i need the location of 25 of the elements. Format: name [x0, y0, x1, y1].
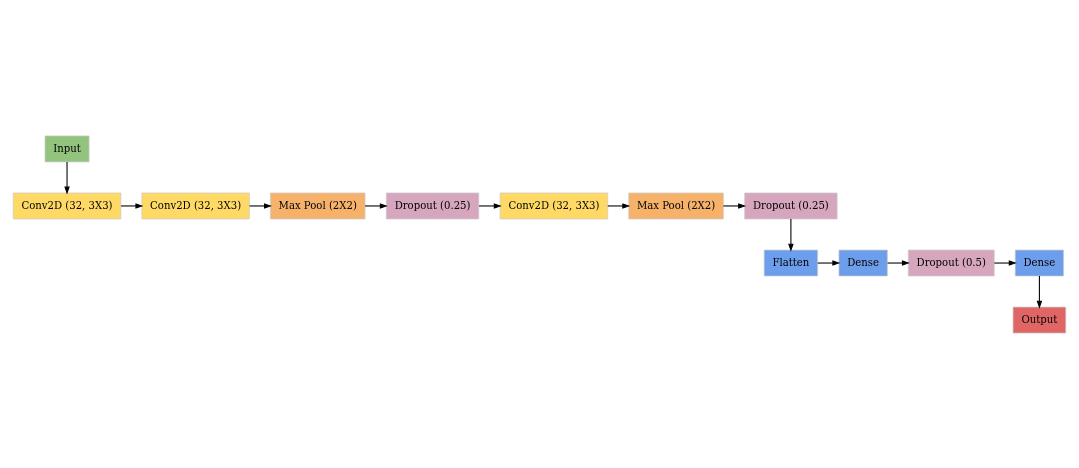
arrow	[817, 259, 841, 266]
node-box: Flatten	[763, 249, 818, 276]
node-box: Output	[1012, 306, 1067, 333]
arrow	[249, 202, 272, 209]
node-box: Dense	[838, 249, 888, 276]
node-box: Dropout (0.25)	[386, 192, 480, 219]
node-box: Conv2D (32, 3X3)	[141, 192, 250, 219]
arrow	[887, 259, 910, 266]
node-box: Max Pool (2X2)	[270, 192, 366, 219]
node-box: Max Pool (2X2)	[628, 192, 724, 219]
arrow	[364, 202, 388, 209]
node-box: Input	[44, 135, 90, 162]
arrow	[607, 202, 631, 209]
arrow	[120, 202, 144, 209]
node-box: Conv2D (32, 3X3)	[499, 192, 609, 219]
arrow	[478, 202, 502, 209]
arrow	[64, 160, 70, 195]
arrow	[993, 259, 1017, 266]
node-box: Conv2D (32, 3X3)	[12, 192, 122, 219]
node-box: Dropout (0.25)	[744, 192, 838, 219]
node-box: Dropout (0.5)	[907, 249, 995, 276]
node-box: Dense	[1014, 249, 1064, 276]
arrow	[1036, 275, 1043, 309]
arrow	[788, 218, 794, 252]
arrow	[722, 202, 747, 209]
